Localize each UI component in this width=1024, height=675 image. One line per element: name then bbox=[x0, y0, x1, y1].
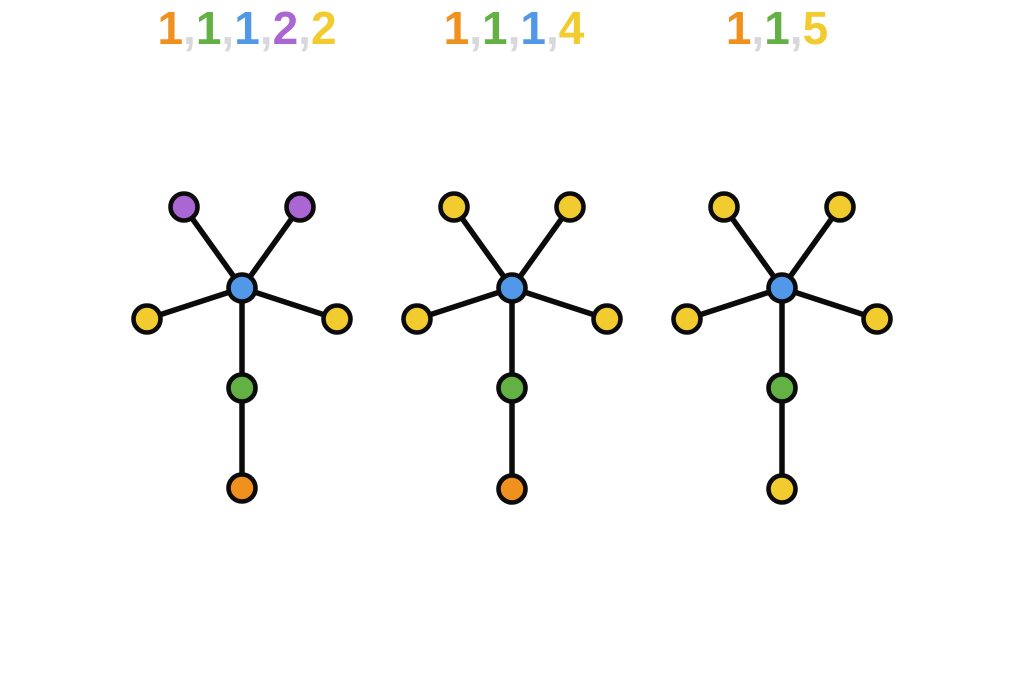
graph-edge bbox=[239, 285, 340, 322]
label-comma: , bbox=[298, 2, 311, 54]
label-comma: , bbox=[259, 2, 273, 54]
graph-node-top-left bbox=[438, 191, 470, 223]
degree-sequence-label: 1,1,5 bbox=[726, 5, 828, 51]
graph-node-left bbox=[131, 303, 163, 335]
graph-edge bbox=[684, 285, 785, 322]
graph-node-top-right bbox=[824, 191, 856, 223]
graph-node-middle bbox=[226, 372, 258, 404]
graph-node-center bbox=[226, 272, 258, 304]
label-comma: , bbox=[751, 2, 765, 54]
graph-edge bbox=[144, 285, 245, 322]
label-digit: 1 bbox=[157, 2, 184, 54]
graph-edge bbox=[509, 285, 610, 322]
label-digit: 1 bbox=[764, 2, 790, 54]
label-digit: 1 bbox=[234, 2, 260, 54]
label-digit: 1 bbox=[195, 2, 222, 54]
graph-node-middle bbox=[496, 372, 528, 404]
label-digit: 2 bbox=[272, 2, 299, 54]
graph-node-center bbox=[496, 272, 528, 304]
label-digit: 2 bbox=[310, 2, 337, 54]
graph-node-bottom bbox=[766, 473, 798, 505]
graph-edge bbox=[721, 204, 785, 291]
degree-sequence-label: 1,1,1,4 bbox=[444, 5, 585, 51]
graph-3 bbox=[671, 191, 893, 505]
degree-sequence-label: 1,1,1,2,2 bbox=[157, 5, 336, 51]
graph-node-top-left bbox=[708, 191, 740, 223]
graph-node-bottom bbox=[496, 473, 528, 505]
graph-node-left bbox=[671, 303, 703, 335]
graph-node-center bbox=[766, 272, 798, 304]
graph-edge bbox=[779, 285, 880, 322]
label-comma: , bbox=[221, 2, 235, 54]
label-digit: 4 bbox=[558, 2, 585, 54]
label-comma: , bbox=[469, 2, 483, 54]
graph-node-right bbox=[321, 303, 353, 335]
graph-1 bbox=[131, 191, 353, 504]
graph-edge bbox=[181, 204, 245, 291]
graph-node-right bbox=[591, 303, 623, 335]
graph-node-top-right bbox=[554, 191, 586, 223]
graph-edge bbox=[779, 204, 843, 291]
label-digit: 1 bbox=[443, 2, 470, 54]
graph-node-left bbox=[401, 303, 433, 335]
graph-edge bbox=[509, 204, 573, 291]
graph-edge bbox=[239, 204, 303, 291]
label-comma: , bbox=[789, 2, 803, 54]
graph-node-bottom bbox=[226, 472, 258, 504]
graph-node-middle bbox=[766, 372, 798, 404]
graph-node-top-left bbox=[168, 191, 200, 223]
label-comma: , bbox=[507, 2, 521, 54]
graph-edge bbox=[414, 285, 515, 322]
graph-node-top-right bbox=[284, 191, 316, 223]
label-digit: 1 bbox=[482, 2, 508, 54]
label-digit: 5 bbox=[802, 2, 829, 54]
label-comma: , bbox=[545, 2, 559, 54]
graph-node-right bbox=[861, 303, 893, 335]
label-digit: 1 bbox=[520, 2, 546, 54]
label-digit: 1 bbox=[725, 2, 752, 54]
graph-2 bbox=[401, 191, 623, 505]
graph-edge bbox=[451, 204, 515, 291]
label-comma: , bbox=[183, 2, 196, 54]
